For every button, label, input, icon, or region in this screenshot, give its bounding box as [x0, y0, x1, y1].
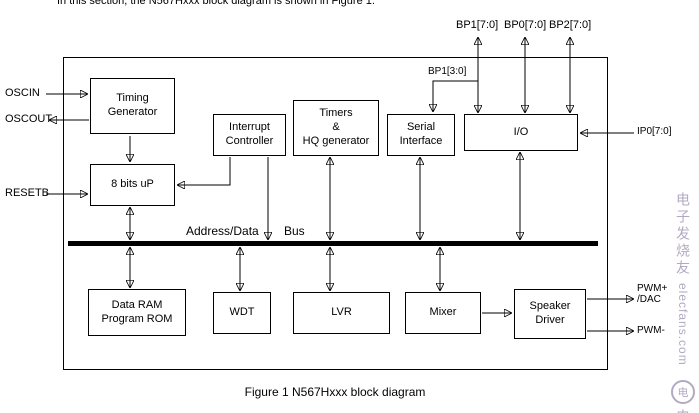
bus-label-bus: Bus [284, 224, 305, 238]
elecfans-logo: 电 [671, 379, 695, 404]
intro-text: In this section, the N567Hxxx block diag… [57, 0, 375, 7]
block-interrupt-controller: Interrupt Controller [213, 114, 286, 156]
chip-outline [63, 57, 608, 370]
connector-interrupt-to-cpu [178, 157, 231, 185]
bus-label-address-data: Address/Data [186, 224, 259, 238]
block-mixer: Mixer [405, 292, 481, 334]
pin-label-bp0: BP0[7:0] [504, 19, 547, 31]
block-timers-hq-generator: Timers & HQ generator [293, 100, 379, 156]
pin-label-bp1: BP1[7:0] [456, 19, 499, 31]
block-timing-generator: Timing Generator [90, 78, 175, 134]
watermark-en-text: elecfans.com [676, 283, 690, 366]
pin-label-oscout: OSCOUT [5, 113, 53, 125]
block-speaker-driver: Speaker Driver [514, 289, 586, 339]
pin-label-bp1-low: BP1[3:0] [428, 66, 467, 77]
block-serial-interface: Serial Interface [387, 114, 455, 156]
block-data-ram-program-rom: Data RAM Program ROM [88, 289, 186, 336]
block-8bits-up: 8 bits uP [90, 164, 175, 206]
pin-label-oscin: OSCIN [5, 87, 40, 99]
watermark: 电子发烧友 elecfans.com 电 电子发烧友 [669, 192, 697, 413]
pin-label-resetb: RESETB [5, 187, 50, 199]
block-lvr: LVR [293, 292, 390, 334]
pin-label-dac: /DAC [637, 294, 661, 305]
watermark-cn-text-bottom: 电子发烧友 [673, 409, 693, 413]
watermark-cn-text: 电子发烧友 [675, 192, 691, 277]
pin-label-bp2: BP2[7:0] [549, 19, 592, 31]
elecfans-logo-glyph: 电 [677, 386, 689, 399]
block-io: I/O [464, 114, 578, 151]
pin-label-ip0: IP0[7:0] [637, 126, 672, 137]
address-data-bus-bar [68, 241, 598, 246]
pin-label-pwm-plus: PWM+ [637, 283, 668, 294]
connector-bp1-low-serial [433, 80, 478, 111]
figure-caption: Figure 1 N567Hxxx block diagram [244, 385, 426, 399]
block-wdt: WDT [213, 292, 271, 334]
pin-label-pwm-minus: PWM- [637, 325, 665, 336]
